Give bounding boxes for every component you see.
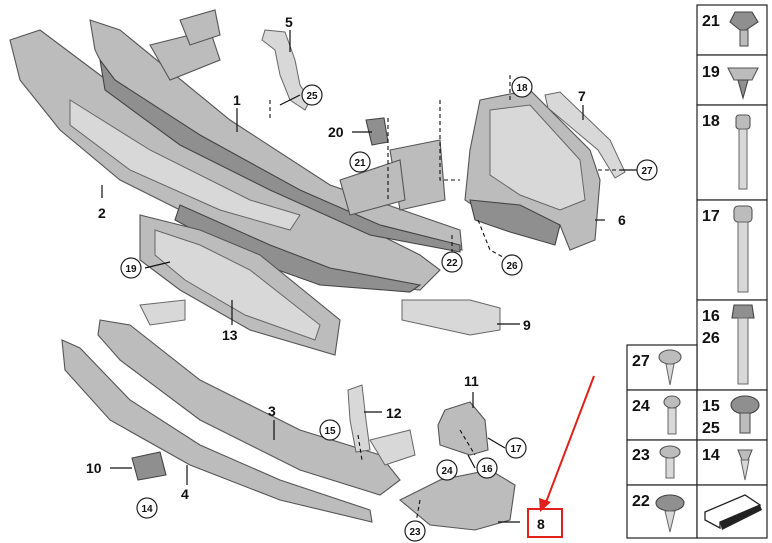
bolt-18-icon xyxy=(735,114,751,190)
svg-text:16: 16 xyxy=(481,464,493,475)
table-label-14: 14 xyxy=(702,447,720,464)
callout-13: 13 xyxy=(222,327,238,343)
svg-text:14: 14 xyxy=(141,504,153,515)
table-label-27: 27 xyxy=(632,353,650,370)
screw-22-icon xyxy=(655,494,685,533)
callout-20: 20 xyxy=(328,124,344,140)
svg-text:25: 25 xyxy=(306,91,318,102)
circled-callout-23: 23 xyxy=(404,520,426,542)
circled-callout-22: 22 xyxy=(441,251,463,273)
svg-text:19: 19 xyxy=(125,264,137,275)
leader-lines xyxy=(101,30,637,523)
bolt-17-icon xyxy=(733,205,753,293)
svg-text:18: 18 xyxy=(516,83,528,94)
fastener-table: 21 19 18 17 16 26 27 24 15 25 23 14 22 xyxy=(626,4,768,539)
table-label-21: 21 xyxy=(702,13,720,30)
svg-text:24: 24 xyxy=(441,466,453,477)
stud-24-icon xyxy=(663,395,681,435)
svg-text:23: 23 xyxy=(409,527,421,538)
callout-12: 12 xyxy=(386,405,402,421)
bolt-16-icon xyxy=(731,304,755,385)
svg-text:17: 17 xyxy=(510,444,522,455)
clip-19-icon xyxy=(727,67,759,101)
callout-11: 11 xyxy=(464,373,479,389)
svg-text:21: 21 xyxy=(354,158,366,169)
nut-21-icon xyxy=(729,11,759,47)
part-bracket-12 xyxy=(347,384,371,453)
callout-9: 9 xyxy=(523,317,531,333)
clip-14-icon xyxy=(737,449,753,481)
part-strip-7 xyxy=(544,91,626,179)
callout-7: 7 xyxy=(578,88,586,104)
table-label-22: 22 xyxy=(632,493,650,510)
table-label-18: 18 xyxy=(702,113,720,130)
table-cell-14 xyxy=(696,439,768,486)
part-bracket-11 xyxy=(437,401,489,456)
table-cell-22 xyxy=(626,484,698,539)
part-lower-strip-4 xyxy=(61,339,373,523)
callout-labels: 1 2 3 4 5 6 7 9 10 11 12 13 20 xyxy=(86,14,626,502)
callout-3: 3 xyxy=(268,403,276,419)
circled-callout-24: 24 xyxy=(436,459,458,481)
table-label-23: 23 xyxy=(632,447,650,464)
circled-callout-25: 25 xyxy=(301,84,323,106)
part-carrier-1 xyxy=(89,9,463,253)
table-cell-17 xyxy=(696,199,768,301)
part-grille-13 xyxy=(139,214,341,356)
svg-text:15: 15 xyxy=(324,426,336,437)
circled-callout-17: 17 xyxy=(505,437,527,459)
callout-1: 1 xyxy=(233,92,241,108)
circled-callout-27: 27 xyxy=(636,159,658,181)
part-bracket-5 xyxy=(261,29,311,111)
screw-27-icon xyxy=(658,349,682,386)
circled-callout-14: 14 xyxy=(136,497,158,519)
table-label-26: 26 xyxy=(702,330,720,347)
table-label-24: 24 xyxy=(632,398,650,415)
part-lower-beam-3 xyxy=(97,299,416,496)
highlight-box xyxy=(527,508,563,538)
table-label-15: 15 xyxy=(702,398,720,415)
svg-text:22: 22 xyxy=(446,258,458,269)
nut-15-icon xyxy=(730,395,760,434)
table-cell-18 xyxy=(696,104,768,201)
callout-4: 4 xyxy=(181,486,189,502)
callout-8: 8 xyxy=(537,516,545,532)
circled-callout-15: 15 xyxy=(319,419,341,441)
svg-text:26: 26 xyxy=(506,261,518,272)
table-label-17: 17 xyxy=(702,208,720,225)
circled-callout-21: 21 xyxy=(349,151,371,173)
table-cell-23 xyxy=(626,439,698,486)
circled-callouts: 25 21 18 27 26 22 19 15 17 16 24 14 23 xyxy=(120,76,658,542)
callout-2: 2 xyxy=(98,205,106,221)
part-frame-6 xyxy=(464,89,601,251)
highlight-8: 8 xyxy=(527,375,595,538)
table-cell-19 xyxy=(696,54,768,106)
part-clip-10 xyxy=(131,451,167,481)
table-label-25: 25 xyxy=(702,420,720,437)
table-label-16: 16 xyxy=(702,308,720,325)
callout-6: 6 xyxy=(618,212,626,228)
callout-10: 10 xyxy=(86,460,102,476)
direction-arrow-icon xyxy=(704,494,762,530)
circled-callout-26: 26 xyxy=(501,254,523,276)
highlight-arrow xyxy=(544,375,595,506)
table-label-19: 19 xyxy=(702,64,720,81)
circled-callout-18: 18 xyxy=(511,76,533,98)
part-block-9 xyxy=(401,299,501,336)
svg-text:27: 27 xyxy=(641,166,653,177)
callout-5: 5 xyxy=(285,14,293,30)
screw-23-icon xyxy=(659,445,681,479)
circled-callout-16: 16 xyxy=(476,457,498,479)
circled-callout-19: 19 xyxy=(120,257,142,279)
